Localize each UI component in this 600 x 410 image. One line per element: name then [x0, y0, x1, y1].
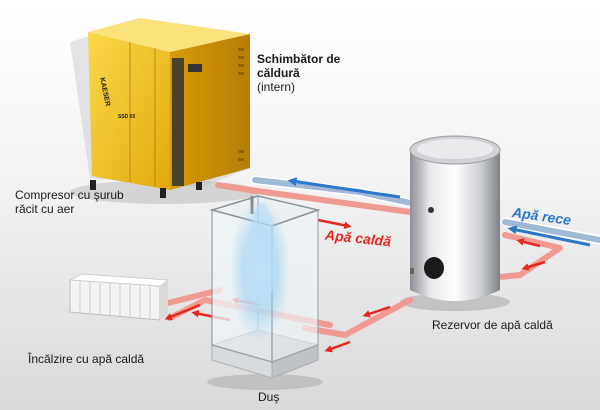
hot-flow-arrow — [362, 305, 391, 318]
shower-shadow — [207, 374, 323, 390]
shower-cabin — [209, 195, 321, 379]
hot-flow-arrow — [164, 303, 201, 321]
compressor: KAESER SSD 65 — [70, 18, 250, 198]
compressor-display — [188, 64, 202, 72]
hot-water-pipe-tank-to-shower — [302, 297, 413, 338]
radiator — [68, 273, 170, 321]
cold-flow-arrow — [507, 225, 591, 247]
tank-shadow — [400, 293, 510, 311]
hot-water-tank — [409, 135, 501, 301]
compressor-model-text: SSD 65 — [118, 114, 135, 120]
hot-flow-arrow — [324, 340, 351, 353]
heating-label: Încălzire cu apă caldă — [28, 352, 145, 366]
hot-water-pipe-compressor-to-tank — [215, 182, 413, 215]
cold-flow-arrows — [287, 177, 591, 247]
heat-exchanger-label-line3: (intern) — [257, 80, 296, 94]
hot-flow-arrow — [516, 238, 541, 248]
heat-exchanger-label-line2: căldură — [257, 66, 300, 80]
tank-flange — [424, 257, 444, 279]
hot-flow-arrow — [521, 260, 546, 271]
compressor-label-line2: răcit cu aer — [15, 202, 75, 216]
hot-water-pipe-return — [487, 232, 563, 281]
compressor-label-line1: Compresor cu şurub — [15, 188, 124, 202]
cold-flow-arrow — [287, 177, 401, 199]
tank-label: Rezervor de apă caldă — [432, 318, 553, 332]
hot-flow-arrow — [317, 218, 352, 229]
tank-sensor — [428, 207, 434, 213]
shower-label: Duş — [258, 390, 280, 404]
heat-exchanger-label-line1: Schimbător de — [257, 52, 341, 66]
